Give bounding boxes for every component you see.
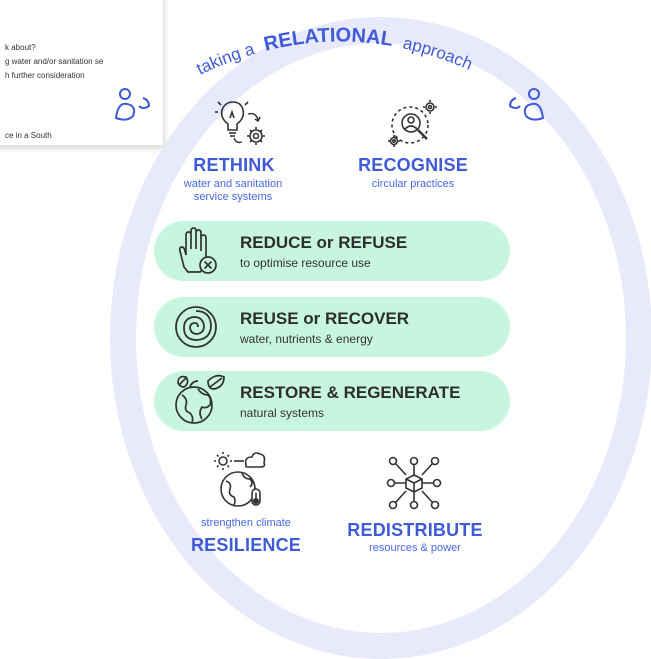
reduce-refuse-title: REDUCE or REFUSE bbox=[240, 233, 408, 252]
people-right-icon bbox=[508, 88, 545, 121]
reduce-refuse-pill: REDUCE or REFUSE to optimise resource us… bbox=[154, 221, 510, 281]
background-document: k about? g water and/or sanitation se h … bbox=[0, 0, 164, 146]
hand-x-icon bbox=[172, 227, 224, 282]
rethink-subtitle-line1: water and sanitation bbox=[183, 178, 283, 190]
restore-regenerate-subtitle: natural systems bbox=[240, 406, 325, 420]
arc-pre-text: taking a bbox=[193, 39, 257, 78]
reuse-recover-title: REUSE or RECOVER bbox=[240, 309, 410, 328]
rethink-subtitle: water and sanitation service systems bbox=[158, 178, 308, 204]
arc-post-text: approach bbox=[401, 33, 475, 73]
doc-line: h further consideration bbox=[5, 71, 85, 80]
resilience-subtitle: strengthen climate bbox=[201, 517, 291, 529]
redistribute-subtitle: resources & power bbox=[369, 542, 461, 554]
lightbulb-gear-icon bbox=[214, 98, 270, 150]
reuse-recover-subtitle: water, nutrients & energy bbox=[240, 332, 373, 346]
reuse-recover-pill: REUSE or RECOVER water, nutrients & ener… bbox=[154, 297, 510, 357]
spiral-icon bbox=[172, 303, 220, 356]
resilience-title: RESILIENCE bbox=[190, 535, 302, 555]
people-left-icon bbox=[114, 88, 151, 121]
rethink-title: RETHINK bbox=[193, 155, 275, 175]
restore-regenerate-title: RESTORE & REGENERATE bbox=[240, 383, 461, 402]
climate-globe-icon bbox=[214, 451, 272, 511]
restore-regenerate-pill: RESTORE & REGENERATE natural systems bbox=[154, 371, 510, 431]
doc-line: ce in a South bbox=[5, 131, 52, 140]
recognise-title: RECOGNISE bbox=[358, 155, 468, 175]
doc-line: g water and/or sanitation se bbox=[5, 57, 104, 66]
reduce-refuse-subtitle: to optimise resource use bbox=[240, 256, 371, 270]
recognise-subtitle: circular practices bbox=[371, 178, 455, 190]
arc-relational-text: RELATIONAL bbox=[262, 24, 395, 55]
doc-line: k about? bbox=[5, 43, 36, 52]
network-cube-icon bbox=[386, 455, 442, 511]
globe-leaf-icon bbox=[172, 373, 228, 434]
recognise-search-icon bbox=[385, 97, 443, 151]
redistribute-title: REDISTRIBUTE bbox=[347, 520, 483, 540]
svg-text:taking a RELATIONAL: taking a RELATIONAL approach bbox=[193, 24, 475, 78]
rethink-subtitle-line2: service systems bbox=[193, 191, 273, 203]
